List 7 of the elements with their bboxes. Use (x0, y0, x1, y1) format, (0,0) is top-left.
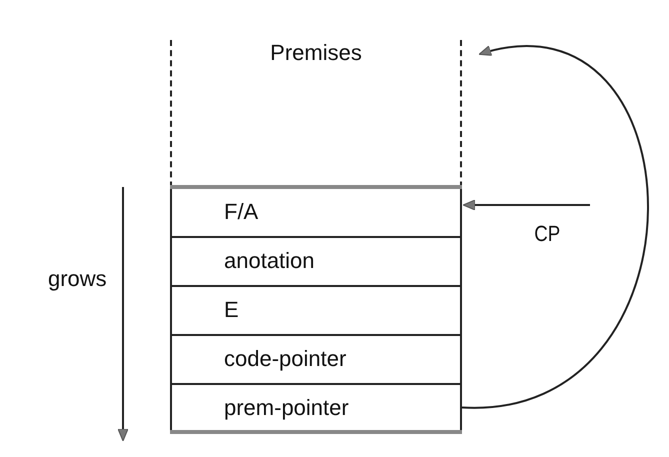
stack-frame-cell: code-pointer (170, 334, 462, 383)
direction-label: grows (48, 266, 107, 292)
stack-frame-cell: anotation (170, 236, 462, 285)
stack-frame-cell: E (170, 285, 462, 334)
arrow (462, 46, 649, 408)
column-heading: Premises (270, 40, 362, 66)
arrow (462, 200, 590, 210)
